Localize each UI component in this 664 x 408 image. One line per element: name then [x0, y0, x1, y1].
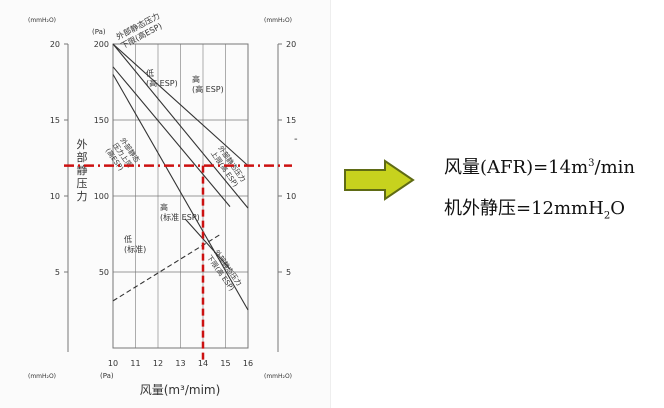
chart-grid — [112, 43, 249, 348]
right-arrow-icon — [344, 159, 415, 201]
right-dash-mark: - — [294, 134, 298, 145]
left-mm-tick-label: 10 — [50, 192, 60, 201]
right-mm-tick-label: 20 — [286, 40, 296, 49]
x-tick-label: 12 — [153, 359, 163, 368]
chart-figure: 20 20 15 15 10 10 5 5 200 150 100 50 10 11 12 13 14 15 16 (… — [0, 0, 331, 408]
x-tick-label: 10 — [108, 359, 118, 368]
series-line — [112, 43, 249, 209]
annotation-high-std-esp-line: 高 — [160, 202, 168, 212]
series-line — [112, 66, 231, 207]
annotation-high-std-esp: 高(标准 ESP) — [160, 202, 200, 222]
fan-curve-chart: 20 20 15 15 10 10 5 5 200 150 100 50 10 11 12 13 14 15 16 (… — [28, 10, 298, 397]
series-line — [112, 74, 249, 311]
pressure-text: 机外静压=12mmH — [444, 198, 604, 219]
x-axis-title: 风量(m³/mim) — [140, 383, 221, 397]
right-mm-tick-label: 15 — [286, 116, 296, 125]
annotation-high-hi-esp-line: 高 — [192, 74, 200, 84]
annotation-low-std: 低(标准) — [124, 234, 146, 254]
x-tick-label: 13 — [175, 359, 185, 368]
airflow-result: 风量(AFR)=14m3/min — [444, 153, 635, 179]
right-unit-label: (mmH₂O) — [264, 17, 292, 24]
annotation-low-std-line: (标准) — [124, 244, 146, 254]
x-tick-label: 11 — [130, 359, 140, 368]
annotation-low-std-line: 低 — [124, 234, 132, 244]
pa-unit-label: (Pa) — [92, 28, 106, 36]
left-mm-tick-label: 20 — [50, 40, 60, 49]
right-mm-tick-label: 10 — [286, 192, 296, 201]
x-tick-label: 15 — [220, 359, 230, 368]
pa-tick-label: 50 — [99, 268, 109, 277]
airflow-unit: /min — [594, 157, 635, 178]
x-tick-label: 16 — [243, 359, 253, 368]
series-line — [184, 218, 231, 270]
static-pressure-result: 机外静压=12mmH2O — [444, 194, 625, 222]
right-unit-label-bottom: (mmH₂O) — [264, 373, 292, 380]
left-axis-title-char: 部 — [77, 150, 88, 164]
annotation-low-hi-esp: 低(高 ESP) — [146, 68, 178, 88]
left-mm-tick-label: 5 — [55, 268, 60, 277]
pressure-unit: O — [610, 198, 625, 219]
left-unit-label-bottom: (mmH₂O) — [28, 373, 56, 380]
right-mm-tick-label: 5 — [286, 268, 291, 277]
left-axis-title-char: 力 — [77, 190, 88, 203]
airflow-exponent: 3 — [588, 158, 595, 169]
left-unit-label: (mmH₂O) — [28, 17, 56, 24]
annotation-low-hi-esp-line: 低 — [146, 68, 154, 78]
airflow-text: 风量(AFR)=14m — [444, 157, 589, 178]
pressure-subscript: 2 — [603, 210, 611, 222]
pa-tick-label: 100 — [94, 192, 109, 201]
annotation-high-hi-esp: 高(高 ESP) — [192, 74, 224, 94]
x-tick-label: 14 — [198, 359, 208, 368]
annotation-high-std-esp-line: (标准 ESP) — [160, 212, 200, 222]
left-axis-title-char: 静 — [77, 163, 88, 177]
pa-tick-label: 200 — [94, 40, 109, 49]
series-line — [112, 43, 249, 167]
left-axis-title-char: 外 — [77, 138, 88, 151]
left-mm-tick-label: 15 — [50, 116, 60, 125]
pa-tick-label: 150 — [94, 116, 109, 125]
left-axis-title-char: 压 — [77, 177, 88, 190]
x-unit-label: (Pa) — [100, 372, 114, 380]
annotation-low-hi-esp-line: (高 ESP) — [146, 78, 178, 88]
reference-lines — [64, 164, 292, 362]
annotation-high-hi-esp-line: (高 ESP) — [192, 84, 224, 94]
